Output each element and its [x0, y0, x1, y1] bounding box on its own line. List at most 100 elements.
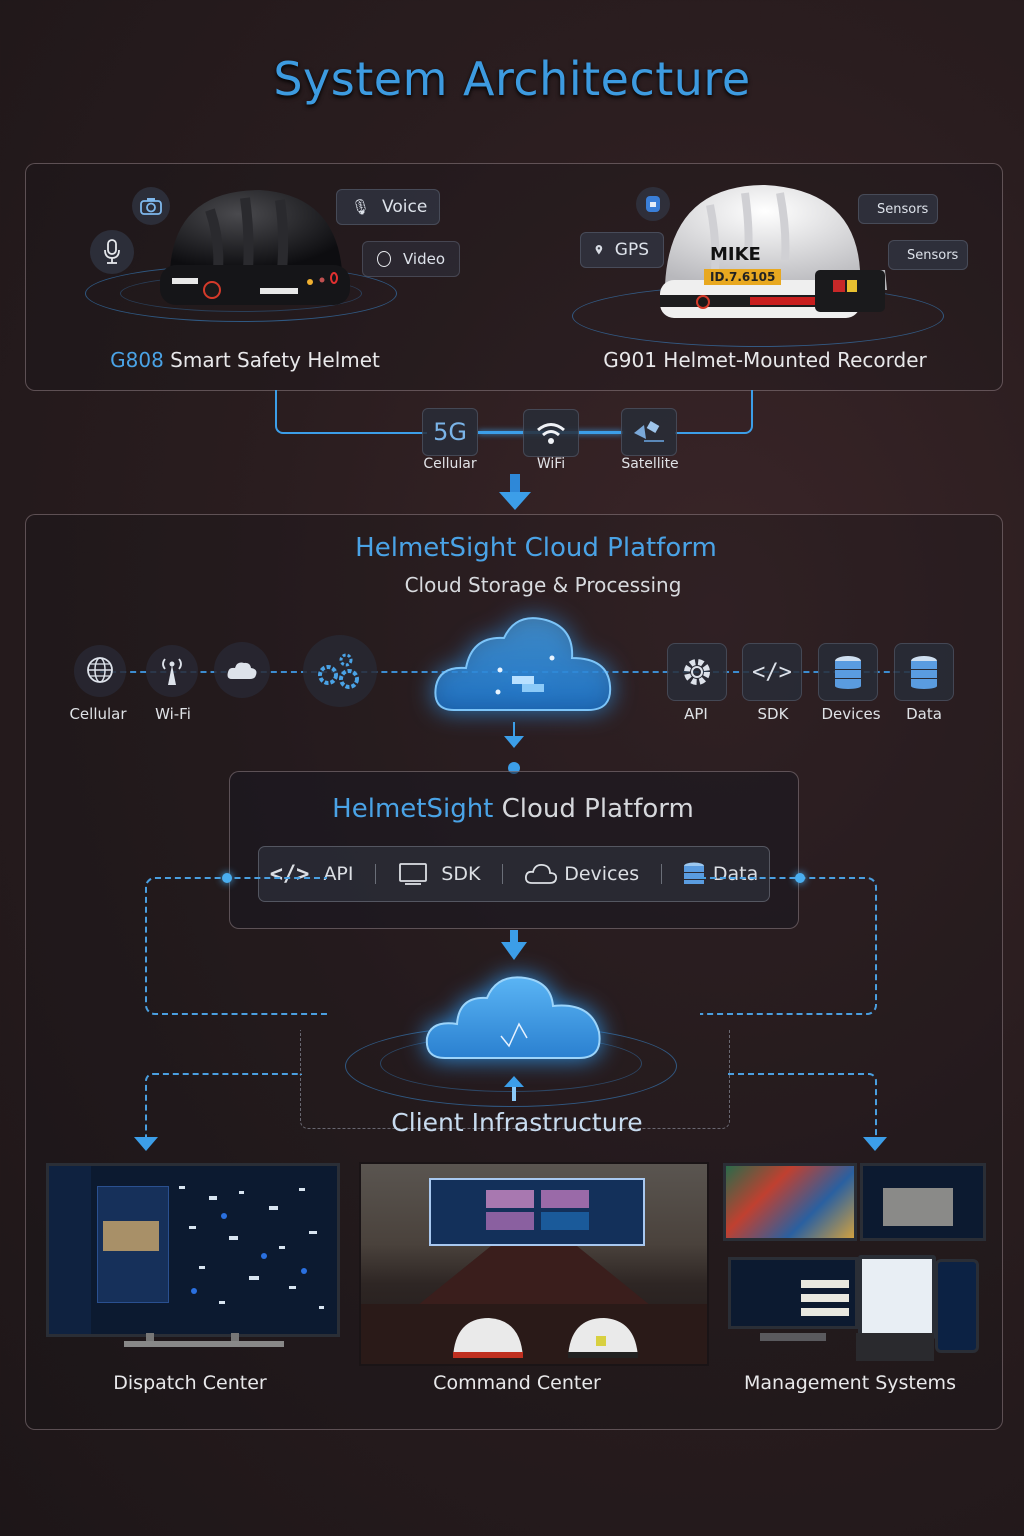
platform-box-title: HelmetSight Cloud Platform [332, 794, 694, 824]
api-output-node [667, 643, 727, 701]
left-branch-line [145, 1073, 302, 1143]
platform-services-bar: </> API SDK Devices Data [258, 846, 770, 902]
platform-sdk-item[interactable]: SDK [397, 862, 480, 886]
dispatch-center-label: Dispatch Center [113, 1372, 267, 1394]
devices-output-node [818, 643, 878, 701]
down-arrow-icon [501, 930, 527, 960]
connector-right [675, 390, 753, 434]
helmet-id-tag: ID.7.6105 [704, 269, 782, 285]
cloud-network-node [214, 642, 270, 698]
wifi-input-label: Wi-Fi [155, 705, 191, 723]
management-systems-label: Management Systems [744, 1372, 956, 1394]
platform-devices-item[interactable]: Devices [524, 861, 639, 887]
monitor-stand [231, 1333, 239, 1343]
page-title: System Architecture [273, 52, 751, 106]
monitor-base [760, 1333, 826, 1341]
devices-output-label: Devices [821, 705, 881, 723]
database-icon [911, 656, 937, 689]
code-icon: </> [752, 659, 792, 685]
video-icon [377, 251, 391, 267]
globe-icon [87, 657, 113, 683]
dispatch-monitor-screen [46, 1163, 340, 1337]
white-helmet-icon [660, 185, 887, 318]
lock-feature-icon [636, 187, 670, 221]
wifi-input-node [146, 645, 198, 697]
down-arrow-icon [499, 474, 531, 510]
g808-caption: G808 Smart Safety Helmet [110, 348, 380, 372]
sdk-output-node: </> [742, 643, 802, 701]
phone-screen [935, 1259, 979, 1353]
cloud-icon [525, 863, 558, 884]
right-dashed-loop [700, 877, 877, 1015]
management-monitor-screen [723, 1163, 857, 1241]
down-arrow-icon [504, 722, 524, 774]
connector-left [275, 390, 427, 434]
client-infrastructure-title: Client Infrastructure [391, 1108, 643, 1137]
voice-feature-chip: 🎙 Voice [336, 189, 440, 225]
command-center-label: Command Center [433, 1372, 601, 1394]
database-icon [683, 862, 704, 884]
wifi-node [523, 409, 579, 457]
laptop-screen [858, 1255, 936, 1339]
divider [501, 864, 503, 884]
left-dashed-loop [145, 877, 327, 1015]
gear-icon [684, 659, 710, 685]
monitor-icon [399, 863, 428, 885]
down-arrow-icon [134, 1137, 158, 1151]
wifi-icon [537, 423, 565, 444]
camera-feature-icon [132, 187, 170, 225]
sdk-output-label: SDK [757, 705, 789, 723]
divider [374, 864, 376, 884]
location-pin-icon [595, 244, 603, 255]
management-monitor-screen [860, 1163, 986, 1241]
g901-caption: G901 Helmet-Mounted Recorder [603, 348, 927, 372]
divider [660, 864, 662, 884]
command-center[interactable] [359, 1162, 709, 1366]
antenna-icon [162, 658, 182, 685]
white-helmet-icon [453, 1318, 523, 1358]
processing-node [303, 635, 377, 707]
data-output-node [894, 643, 954, 701]
platform-api-item[interactable]: </> API [269, 861, 354, 887]
g808-device: 🎙 Voice Video [60, 170, 480, 380]
connector-dot [795, 873, 805, 883]
microphone-feature-icon [90, 230, 134, 274]
down-arrow-icon [863, 1137, 887, 1151]
satellite-icon [634, 421, 664, 442]
cloud-network-icon [227, 662, 257, 679]
platform-data-item[interactable]: Data [683, 862, 758, 886]
right-branch-line [728, 1073, 877, 1143]
management-monitor-screen [728, 1257, 858, 1329]
satellite-node [621, 408, 677, 456]
gps-feature-chip: GPS [580, 232, 664, 268]
management-systems[interactable] [720, 1163, 986, 1361]
central-cloud-icon [434, 617, 612, 711]
dispatch-center[interactable] [46, 1163, 340, 1353]
client-cloud-icon [425, 976, 601, 1059]
gears-icon [318, 653, 359, 689]
connector-dot [222, 873, 232, 883]
cellular-5g-node: 5G [422, 408, 478, 456]
api-output-label: API [684, 705, 708, 723]
g901-device: MIKE ID.7.6105 GPS Sensors Sensors [560, 170, 990, 380]
video-wall [429, 1178, 645, 1246]
video-feature-chip: Video [362, 241, 460, 277]
white-helmet-icon [568, 1318, 638, 1358]
monitor-base [124, 1341, 284, 1347]
helmet-name-label: MIKE [710, 244, 761, 265]
sensors-feature-chip: Sensors [888, 240, 968, 270]
laptop-base [856, 1333, 934, 1361]
black-helmet-icon [160, 190, 350, 305]
monitor-stand [146, 1333, 154, 1343]
voice-icon: 🎙 [351, 198, 371, 216]
conference-table [361, 1246, 707, 1364]
cellular-label: Cellular [423, 456, 477, 472]
database-icon [835, 656, 861, 689]
data-output-label: Data [906, 705, 942, 723]
code-icon: </> [269, 861, 310, 887]
satellite-label: Satellite [621, 456, 679, 472]
cellular-input-label: Cellular [69, 705, 127, 723]
cloud-platform-subtitle: Cloud Storage & Processing [404, 573, 682, 597]
cellular-input-node [74, 645, 126, 697]
up-arrow-icon [504, 1076, 524, 1101]
